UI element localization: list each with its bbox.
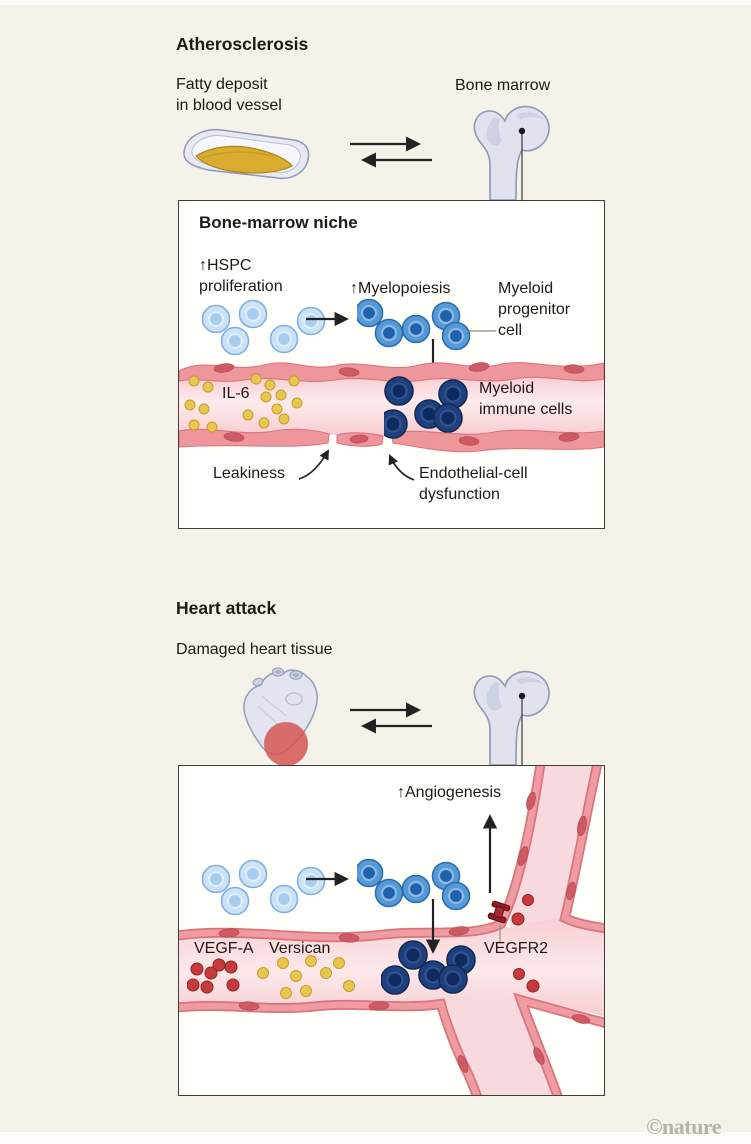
hspc-cells: [201, 299, 326, 356]
immune-cell: [398, 940, 428, 970]
progenitor-cell: [401, 874, 431, 904]
il6-molecules: [184, 373, 303, 433]
vegfa-molecules: [187, 958, 240, 994]
bottom-edge-strip: [0, 1132, 751, 1144]
vegfa-label: VEGF-A: [194, 940, 254, 957]
progenitor-cell: [357, 859, 384, 888]
hspc-cell: [296, 866, 326, 896]
fatty-deposit-label: Fatty deposit in blood vessel: [176, 76, 282, 114]
myeloid-progenitor-cells: [357, 299, 471, 351]
versican-label: Versican: [269, 940, 331, 957]
progenitor-cell: [357, 299, 384, 328]
niche-box-title: Bone-marrow niche: [199, 213, 358, 232]
leakiness-curved-arrow: [298, 449, 330, 480]
bone-marrow-illustration: [473, 105, 550, 200]
right-arrow-icon: [306, 871, 349, 887]
bone-marrow-label: Bone marrow: [455, 77, 551, 94]
immune-cell: [433, 403, 463, 433]
right-arrow-icon: [306, 311, 349, 327]
myeloid-immune-cells: [381, 940, 476, 995]
down-arrow-icon: [425, 899, 441, 954]
damaged-heart-illustration: [243, 667, 318, 766]
hspc-cell: [296, 306, 326, 336]
hspc-cell: [201, 864, 231, 894]
damaged-tissue-spot: [264, 722, 308, 766]
vegfr2-receptor: [487, 900, 511, 924]
top-edge-strip: [0, 0, 751, 5]
panel2-title: Heart attack: [176, 598, 277, 618]
myelopoiesis-label: ↑Myelopoiesis: [350, 280, 451, 297]
damaged-heart-label: Damaged heart tissue: [176, 641, 333, 658]
myeloid-immune-label: Myeloid immune cells: [479, 380, 573, 418]
hspc-cell: [220, 326, 250, 356]
hspc-cell: [238, 299, 268, 329]
angiogenesis-label: ↑Angiogenesis: [397, 784, 502, 801]
angiogenic-vessel-network: [179, 766, 604, 1095]
myeloid-progenitor-cells: [357, 859, 471, 911]
endothelial-dysfunction-label: Endothelial-cell dysfunction: [419, 465, 528, 503]
hspc-cell: [238, 859, 268, 889]
progenitor-cell: [441, 321, 471, 351]
hspc-cell: [269, 884, 299, 914]
exchange-arrows-icon: [350, 702, 432, 734]
hspc-cells: [201, 859, 326, 916]
bone-pointer-dot: [518, 692, 526, 700]
immune-cell: [384, 409, 408, 439]
progenitor-cell: [374, 318, 404, 348]
immune-cell: [381, 965, 410, 995]
myeloid-immune-cells: [384, 376, 468, 439]
bone-marrow-niche-box: Bone-marrow niche ↑HSPC proliferation ↑M…: [178, 200, 605, 529]
vegfr2-label: VEGFR2: [484, 940, 549, 957]
vessel-bottom-wall-segment: [391, 429, 604, 453]
nature-credit: ©nature: [646, 1114, 721, 1139]
immune-cell: [438, 379, 468, 409]
vessel-top-wall: [179, 362, 604, 382]
heart-attack-box: ↑Angiogenesis: [178, 765, 605, 1096]
up-arrow-icon: [482, 814, 498, 893]
exchange-arrows-icon: [350, 136, 432, 168]
fatty-blood-vessel-illustration: [183, 128, 310, 180]
progenitor-cell: [401, 314, 431, 344]
immune-cell: [384, 376, 414, 406]
hspc-cell: [201, 304, 231, 334]
progenitor-cell: [441, 881, 471, 911]
vegfr2-ligand-dots: [511, 894, 540, 993]
progenitor-cell: [374, 878, 404, 908]
panel1-title: Atherosclerosis: [176, 34, 309, 54]
progenitor-pointer-line: [466, 330, 496, 332]
endothelial-dysfunction-curved-arrow: [388, 454, 415, 481]
hspc-proliferation-label: ↑HSPC proliferation: [199, 257, 283, 295]
hspc-cell: [220, 886, 250, 916]
versican-molecules: [257, 955, 355, 999]
bone-marrow-illustration: [473, 670, 550, 765]
il6-label: IL-6: [222, 385, 250, 402]
myeloid-progenitor-label: Myeloid progenitor cell: [498, 280, 571, 339]
leakiness-label: Leakiness: [213, 465, 286, 482]
vessel-bottom-wall-segment: [179, 428, 330, 448]
bone-pointer-dot: [518, 127, 526, 135]
immune-cell: [438, 964, 468, 994]
hspc-cell: [269, 324, 299, 354]
